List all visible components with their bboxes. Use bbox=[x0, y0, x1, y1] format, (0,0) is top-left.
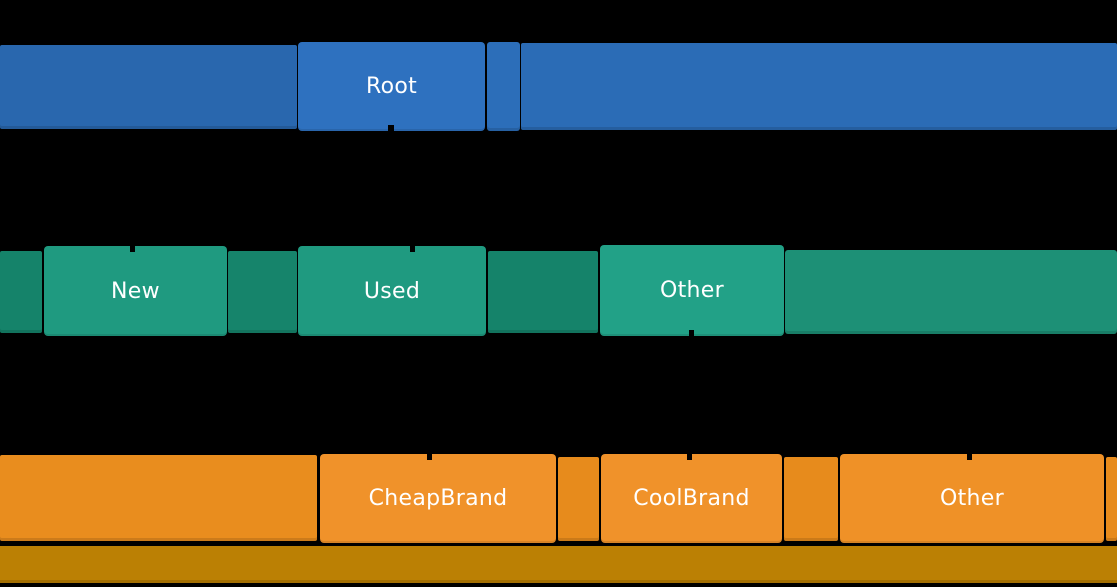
node-cheapbrand[interactable]: CheapBrand bbox=[320, 454, 556, 543]
level4-segment-full[interactable] bbox=[0, 546, 1117, 583]
level2-segment-a[interactable] bbox=[0, 251, 42, 333]
node-label: New bbox=[111, 278, 160, 304]
level2-segment-right[interactable] bbox=[785, 250, 1117, 334]
node-new[interactable]: New bbox=[44, 246, 227, 336]
level1-segment-left[interactable] bbox=[0, 45, 297, 129]
level3-segment-c[interactable] bbox=[784, 457, 838, 541]
notch-cheapbrand-top bbox=[427, 453, 432, 460]
notch-other-brand-top bbox=[967, 453, 972, 460]
level1-segment-right[interactable] bbox=[521, 43, 1117, 130]
node-label: Other bbox=[940, 486, 1004, 511]
node-other-brand[interactable]: Other bbox=[840, 454, 1104, 543]
node-other-condition[interactable]: Other bbox=[600, 245, 784, 336]
notch-used-top bbox=[410, 245, 415, 252]
notch-coolbrand-top bbox=[687, 453, 692, 460]
level2-segment-c[interactable] bbox=[488, 251, 598, 333]
node-coolbrand[interactable]: CoolBrand bbox=[601, 454, 782, 543]
level2-segment-b[interactable] bbox=[228, 251, 297, 333]
level1-segment-mid[interactable] bbox=[487, 42, 520, 131]
level3-segment-left[interactable] bbox=[0, 455, 317, 541]
node-label: CoolBrand bbox=[633, 486, 750, 511]
node-label: CheapBrand bbox=[368, 486, 508, 511]
level3-segment-right[interactable] bbox=[1106, 457, 1117, 541]
node-used[interactable]: Used bbox=[298, 246, 486, 336]
notch-new-top bbox=[130, 245, 135, 252]
notch-other-teal-bottom bbox=[689, 330, 694, 337]
node-label: Root bbox=[365, 74, 418, 99]
notch-root-bottom bbox=[388, 125, 394, 132]
node-label: Other bbox=[660, 278, 724, 303]
level3-segment-b[interactable] bbox=[558, 457, 599, 541]
node-label: Used bbox=[363, 278, 421, 304]
node-root[interactable]: Root bbox=[298, 42, 485, 131]
